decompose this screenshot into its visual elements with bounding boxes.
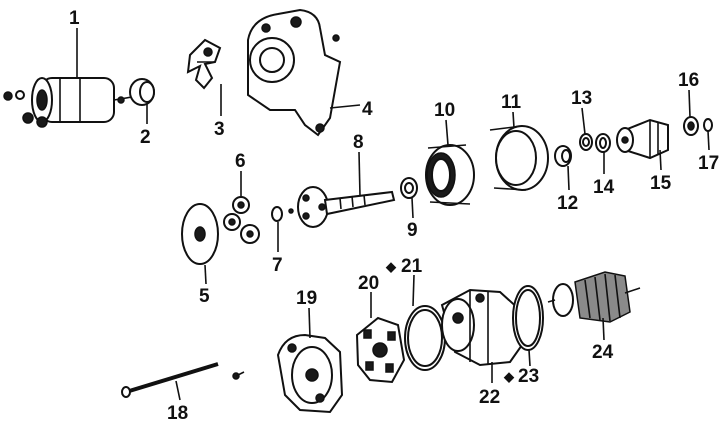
marker-21: ◆ [385,259,397,274]
label-8: 8 [353,132,364,153]
label-9: 9 [407,220,418,241]
part-14-ring [595,133,611,153]
label-23-group: ◆ 23 [503,366,539,387]
part-15-pinion [616,118,669,160]
label-21-group: ◆ 21 [385,256,423,277]
label-24: 24 [592,342,614,363]
part-10-internal-gear [425,144,475,206]
part-6-planet-gears [223,196,260,244]
part-18-through-bolt [121,362,245,398]
label-18: 18 [167,403,188,424]
part-7-washer [271,206,283,222]
part-5-disc [181,203,219,265]
part-12-bearing [554,145,572,167]
part-13-washer [579,133,593,151]
label-16: 16 [678,70,699,91]
label-4: 4 [362,99,373,120]
label-13: 13 [571,88,592,109]
part-3-drive-lever [186,38,222,90]
label-23: 23 [518,366,539,387]
part-21-o-ring [404,305,446,371]
marker-23: ◆ [503,369,515,384]
label-3: 3 [214,119,225,140]
part-20-brush-holder [355,316,406,384]
label-17: 17 [698,153,719,174]
label-5: 5 [199,286,210,307]
part-24-armature [547,271,641,323]
part-11-ring [489,125,549,191]
part-8-output-shaft [288,186,396,228]
part-1-solenoid [3,77,133,128]
part-19-end-frame [276,333,344,414]
part-9-washer [400,177,418,199]
label-12: 12 [557,193,578,214]
label-14: 14 [593,177,615,198]
label-2: 2 [140,127,151,148]
label-20: 20 [358,273,379,294]
callout-labels: 1 2 3 4 5 6 7 8 9 10 11 12 13 14 15 16 1… [69,8,719,424]
part-2-plunger [129,78,155,106]
label-21: 21 [401,256,423,277]
part-17-clip [703,118,713,132]
label-22: 22 [479,387,500,408]
label-1: 1 [69,8,80,29]
label-19: 19 [296,288,317,309]
label-10: 10 [434,100,455,121]
label-15: 15 [650,173,672,194]
part-22-yoke [440,288,524,367]
part-16-collar [683,116,699,136]
label-11: 11 [501,92,522,113]
part-23-o-ring [512,285,544,351]
label-7: 7 [272,255,283,276]
label-6: 6 [235,151,246,172]
part-4-drive-housing [247,8,342,137]
leader-lines [76,28,710,401]
